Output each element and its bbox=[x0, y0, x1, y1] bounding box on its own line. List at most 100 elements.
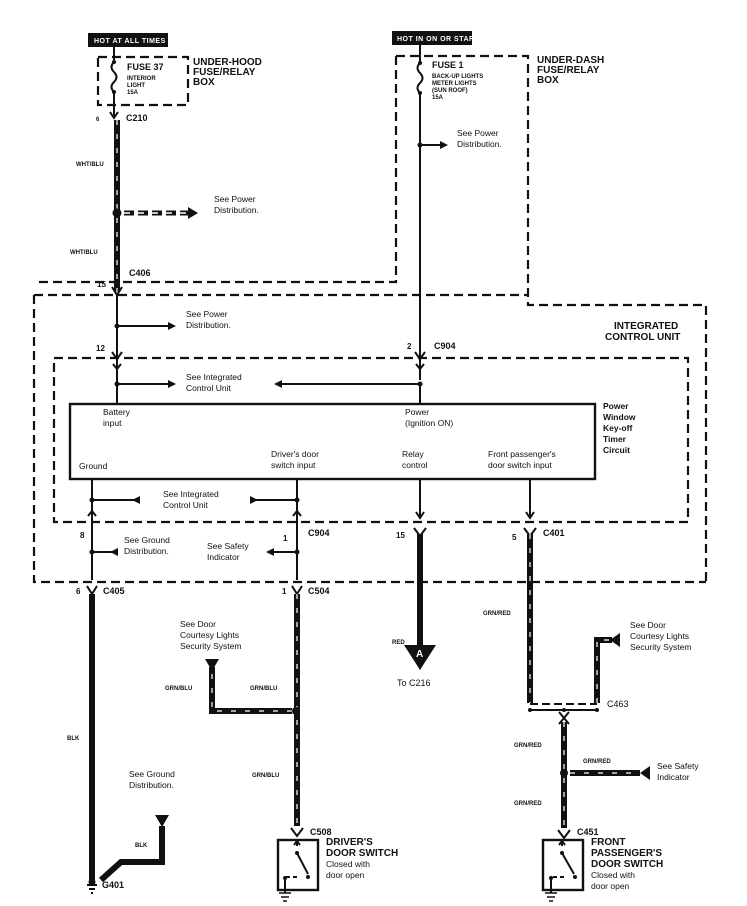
reference-text: See Safety bbox=[657, 761, 699, 771]
fuse-37-line: 15A bbox=[127, 90, 139, 96]
wire-color-label: GRN/RED bbox=[514, 801, 542, 807]
ground-label: G401 bbox=[102, 880, 124, 890]
fuse-box-label: FUSE/RELAY bbox=[193, 67, 256, 78]
wire-color-label: BLK bbox=[67, 736, 80, 742]
circuit-label: Key-off bbox=[603, 423, 632, 433]
icu-title: CONTROL UNIT bbox=[605, 332, 680, 343]
switch-note: Closed with bbox=[326, 859, 370, 869]
arrow-icon bbox=[168, 380, 176, 388]
driver-door-switch: DRIVER'S DOOR SWITCH Closed with door op… bbox=[276, 837, 398, 902]
splice-icon bbox=[292, 707, 300, 715]
splice-icon bbox=[560, 769, 568, 777]
reference-text: See Door bbox=[630, 620, 666, 630]
pin-label: Power bbox=[405, 407, 429, 417]
arrow-icon bbox=[274, 380, 282, 388]
pin-number: 5 bbox=[512, 533, 517, 542]
pin-label: Relay bbox=[402, 449, 424, 459]
fuse-1-line: 15A bbox=[432, 95, 444, 101]
connector-label: C406 bbox=[129, 268, 151, 278]
connector-label: C405 bbox=[103, 586, 125, 596]
pin-label: (Ignition ON) bbox=[405, 418, 453, 428]
ground-g401-icon bbox=[87, 878, 97, 894]
switch-note: Closed with bbox=[591, 870, 635, 880]
fuse-1-line: BACK-UP LIGHTS bbox=[432, 74, 483, 80]
splice-icon bbox=[112, 208, 122, 218]
timer-circuit-box: Battery input Power (Ignition ON) Ground… bbox=[68, 401, 636, 481]
header-left-label: HOT AT ALL TIMES bbox=[94, 38, 166, 45]
ground-icon bbox=[279, 892, 291, 902]
fuse-37-box: FUSE 37 INTERIOR LIGHT 15A UNDER-HOOD FU… bbox=[96, 47, 262, 116]
fuse-1-name: FUSE 1 bbox=[432, 60, 464, 70]
circuit-label: Window bbox=[603, 412, 636, 422]
wire-color-label: GRN/RED bbox=[583, 759, 611, 765]
reference-text: Courtesy Lights bbox=[180, 630, 239, 640]
reference-text: Distribution. bbox=[214, 205, 259, 215]
fuse-1-icon bbox=[416, 62, 424, 94]
icu-title: INTEGRATED bbox=[614, 321, 678, 332]
reference-text: Distribution. bbox=[124, 546, 169, 556]
connector-label: C463 bbox=[607, 699, 629, 709]
relay-control-wire: 15 RED A To C216 bbox=[392, 479, 436, 688]
header-hot-in-on-or-start: HOT IN ON OR START bbox=[392, 31, 479, 45]
pin-label: Front passenger's bbox=[488, 449, 556, 459]
wht-blu-wire: 6 C210 WHT/BLU WHT/BLU See Power Distrib… bbox=[70, 111, 259, 297]
reference-text: Distribution. bbox=[129, 780, 174, 790]
fuse-37-line: INTERIOR bbox=[127, 76, 156, 82]
switch-contact-icon bbox=[561, 852, 575, 875]
wire-color-label: GRN/RED bbox=[514, 743, 542, 749]
reference-text: See Ground bbox=[124, 535, 170, 545]
fuse-1-line: METER LIGHTS bbox=[432, 81, 477, 87]
arrow-icon bbox=[188, 207, 198, 219]
switch-contact-icon bbox=[296, 852, 309, 875]
wire-color-label: BLK bbox=[135, 843, 148, 849]
arrow-icon bbox=[132, 496, 140, 504]
pin-number: 1 bbox=[282, 587, 287, 596]
pin-number: 6 bbox=[96, 117, 100, 123]
fuse-37-line: LIGHT bbox=[127, 83, 145, 89]
wire-color-label: WHT/BLU bbox=[70, 250, 98, 256]
ground-icon bbox=[545, 892, 557, 902]
pin-label: switch input bbox=[271, 460, 316, 470]
switch-note: door open bbox=[326, 870, 365, 880]
pin-label: Ground bbox=[79, 461, 108, 471]
reference-text: Security System bbox=[180, 641, 241, 651]
connector-label: C210 bbox=[126, 113, 148, 123]
wire-color-label: GRN/BLU bbox=[250, 686, 277, 692]
fuse-37-icon bbox=[110, 61, 118, 93]
fuse-box-label: UNDER-HOOD bbox=[193, 57, 262, 68]
pin-number: 2 bbox=[407, 342, 412, 351]
connector-label: C401 bbox=[543, 528, 565, 538]
reference-text: See Power bbox=[186, 309, 228, 319]
reference-text: See Door bbox=[180, 619, 216, 629]
wire-color-label: RED bbox=[392, 640, 405, 646]
reference-text: Distribution. bbox=[186, 320, 231, 330]
arrow-icon bbox=[266, 548, 274, 556]
reference-text: See Ground bbox=[129, 769, 175, 779]
reference-text: Control Unit bbox=[163, 500, 209, 510]
reference-text: See Integrated bbox=[186, 372, 242, 382]
connector-label: C451 bbox=[577, 827, 599, 837]
reference-text: Indicator bbox=[207, 552, 240, 562]
arrow-icon bbox=[155, 815, 169, 827]
fuse-37-name: FUSE 37 bbox=[127, 62, 164, 72]
reference-text: Distribution. bbox=[457, 139, 502, 149]
switch-note: door open bbox=[591, 881, 630, 891]
connector-c210-icon bbox=[109, 111, 119, 120]
switch-label: DOOR SWITCH bbox=[326, 848, 398, 859]
pin-label: Driver's door bbox=[271, 449, 319, 459]
pin-number: 6 bbox=[76, 587, 81, 596]
pin-number: 1 bbox=[283, 534, 288, 543]
fuse-box-label: BOX bbox=[537, 75, 559, 86]
arrow-icon bbox=[110, 548, 118, 556]
reference-text: Control Unit bbox=[186, 383, 232, 393]
reference-text: See Power bbox=[214, 194, 256, 204]
arrow-icon bbox=[440, 141, 448, 149]
wire-color-label: GRN/RED bbox=[483, 611, 511, 617]
wire-color-label: GRN/BLU bbox=[165, 686, 192, 692]
switch-label: DRIVER'S bbox=[326, 837, 373, 848]
battery-input-wire: See Power Distribution. 12 See Integrate… bbox=[96, 295, 242, 404]
circuit-label: Power bbox=[603, 401, 629, 411]
reference-text: See Integrated bbox=[163, 489, 219, 499]
pin-number: 8 bbox=[80, 531, 85, 540]
